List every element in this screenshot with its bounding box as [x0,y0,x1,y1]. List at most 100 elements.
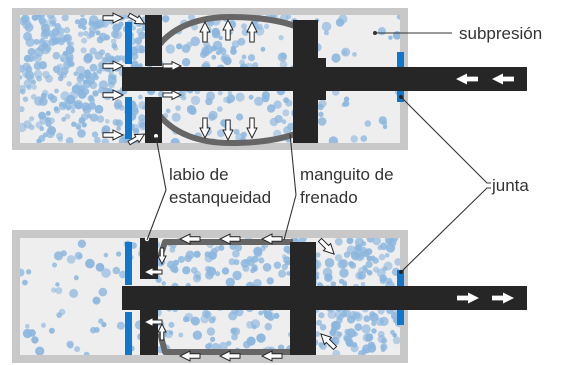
bubble-icon [96,115,105,123]
bubble-icon [98,80,109,90]
bubble-icon [61,15,69,22]
bubble-icon [226,340,232,346]
bubble-icon [373,266,380,273]
bubble-icon [264,322,273,331]
bubble-icon [273,312,280,319]
bubble-icon [225,277,235,287]
bubble-icon [25,269,32,275]
bubble-icon [318,312,325,319]
bubble-icon [173,259,179,266]
bubble-icon [281,119,287,125]
bubble-icon [354,238,364,247]
bubble-icon [39,18,49,28]
bubble-icon [97,88,103,94]
bubble-icon [38,97,48,106]
bubble-icon [184,312,194,322]
bubble-icon [371,320,377,327]
bubble-icon [365,333,374,342]
bubble-icon [53,107,61,114]
bubble-icon [201,48,210,57]
bubble-icon [91,131,99,138]
label-labio-line2: estanqueidad [169,188,272,207]
bubble-icon [27,48,36,56]
bubble-icon [54,88,59,94]
bubble-icon [278,269,287,278]
bubble-icon [248,94,254,100]
bubble-icon [22,62,31,71]
bubble-icon [67,342,74,349]
bubble-icon [273,261,282,269]
bubble-icon [94,136,101,143]
bubble-icon [223,56,232,66]
bubble-icon [138,94,143,100]
bubble-icon [22,96,29,102]
bubble-icon [111,75,116,81]
bubble-icon [345,337,354,346]
top-lip-marker [154,134,158,138]
bubble-icon [230,48,237,55]
bubble-icon [217,90,223,96]
bubble-icon [61,116,67,122]
bubble-icon [332,330,342,340]
bubble-icon [189,107,197,115]
bubble-icon [28,124,35,131]
bubble-icon [218,35,223,41]
bubble-icon [57,37,66,46]
bubble-icon [164,329,174,339]
top-cylinder [12,8,527,150]
bubble-icon [195,274,201,280]
bubble-icon [57,27,65,35]
bubble-icon [103,252,109,258]
bubble-icon [83,30,89,37]
bubble-icon [364,120,372,127]
bubble-icon [261,94,270,103]
bubble-icon [253,246,263,256]
bubble-icon [134,37,143,45]
bubble-icon [69,288,79,298]
bubble-icon [378,253,386,261]
bubble-icon [92,296,101,305]
bubble-icon [283,245,291,253]
bubble-icon [162,15,170,23]
bubble-icon [342,282,348,287]
bubble-icon [385,277,393,285]
bubble-icon [20,122,27,133]
bubble-icon [333,320,340,328]
bubble-icon [335,18,345,27]
bubble-icon [26,85,32,90]
bubble-icon [234,244,243,252]
bubble-icon [344,328,351,335]
bubble-icon [58,308,66,316]
bubble-icon [273,100,282,109]
bubble-icon [66,81,72,87]
bubble-icon [361,324,371,334]
bubble-icon [78,90,87,99]
bubble-icon [242,264,250,272]
bubble-icon [349,262,357,269]
bubble-icon [334,238,343,246]
arrow-icon [199,117,211,140]
bubble-icon [283,126,292,135]
bubble-icon [228,258,236,266]
bubble-icon [101,125,111,134]
bubble-icon [215,271,221,277]
bubble-icon [278,35,284,41]
bubble-icon [211,45,218,52]
bubble-icon [98,32,108,41]
bubble-icon [255,26,265,36]
bottom-cylinder [12,230,527,363]
bubble-icon [208,316,216,324]
bubble-icon [31,15,39,21]
bubble-icon [49,95,58,103]
bubble-icon [282,109,290,117]
bubble-icon [97,69,103,75]
bubble-icon [56,132,64,140]
arrow-icon [246,20,258,43]
bubble-icon [20,268,25,277]
arrow-icon [260,350,283,362]
bubble-icon [118,21,124,27]
bubble-icon [324,258,335,268]
bubble-icon [193,250,201,258]
bubble-icon [360,135,368,142]
arrow-icon [218,233,241,245]
